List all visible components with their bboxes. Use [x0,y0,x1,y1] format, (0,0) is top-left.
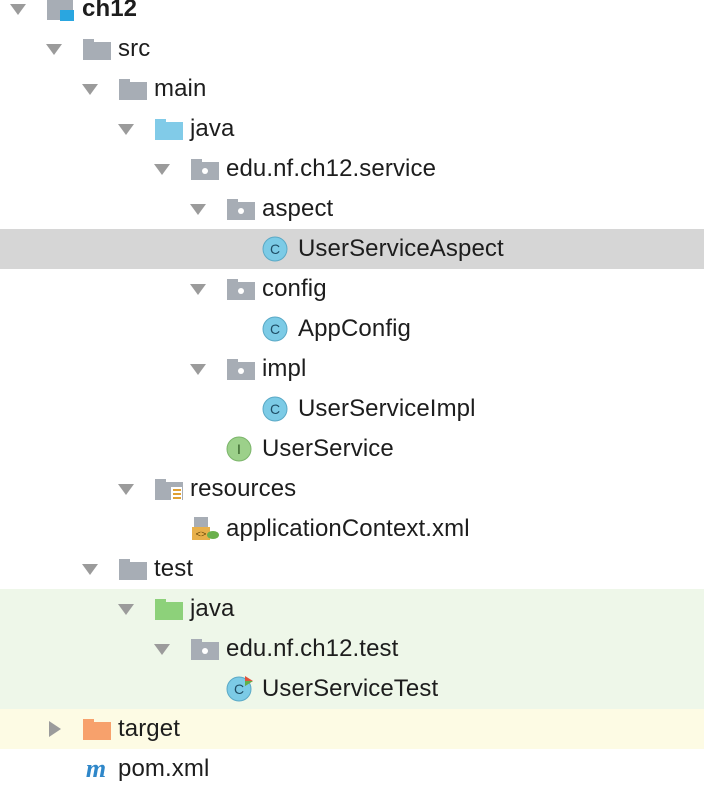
package-icon [190,156,220,182]
tree-node-user-service-aspect[interactable]: C UserServiceAspect [0,229,704,269]
tree-node-label: main [154,75,207,102]
tree-node-app-config[interactable]: C AppConfig [0,309,704,349]
maven-icon: m [82,756,112,782]
tree-node-ch12[interactable]: ch12 [0,0,704,29]
expand-arrow-icon[interactable] [6,0,30,21]
expand-arrow-icon[interactable] [186,197,210,221]
tree-node-label: edu.nf.ch12.test [226,635,399,662]
tree-node-label: edu.nf.ch12.service [226,155,437,182]
tree-node-label: applicationContext.xml [226,515,470,542]
expand-arrow-icon[interactable] [114,597,138,621]
tree-node-test[interactable]: test [0,549,704,589]
svg-text:C: C [270,321,280,337]
resources-folder-icon [154,476,184,502]
tree-node-label: UserService [262,435,394,462]
tree-node-config-package[interactable]: config [0,269,704,309]
svg-text:m: m [86,756,106,782]
expand-arrow-icon[interactable] [114,477,138,501]
tree-node-label: UserServiceImpl [298,395,476,422]
tree-node-label: UserServiceAspect [298,235,504,262]
svg-text:C: C [270,401,280,417]
tree-node-impl-package[interactable]: impl [0,349,704,389]
expand-arrow-icon[interactable] [186,357,210,381]
class-icon: C [262,236,292,262]
interface-icon: I [226,436,256,462]
folder-icon [118,76,148,102]
expand-arrow-icon[interactable] [114,117,138,141]
tree-node-test-java[interactable]: java [0,589,704,629]
tree-node-label: ch12 [82,0,138,22]
tree-node-label: test [154,555,194,582]
tree-node-label: config [262,275,327,302]
tree-node-target[interactable]: target [0,709,704,749]
tree-node-pom-xml[interactable]: m pom.xml [0,749,704,789]
svg-text:C: C [234,681,244,697]
expand-arrow-icon[interactable] [150,157,174,181]
folder-icon [118,556,148,582]
package-icon [226,276,256,302]
package-icon [226,356,256,382]
test-source-folder-icon [154,596,184,622]
svg-text:<>: <> [196,530,207,540]
tree-node-label: impl [262,355,307,382]
expand-arrow-icon[interactable] [150,637,174,661]
folder-icon [82,36,112,62]
spring-xml-file-icon: <> [190,516,220,542]
expand-arrow-icon[interactable] [42,37,66,61]
tree-node-label: aspect [262,195,334,222]
tree-node-user-service[interactable]: I UserService [0,429,704,469]
tree-node-user-service-impl[interactable]: C UserServiceImpl [0,389,704,429]
test-class-icon: C [226,676,256,702]
tree-node-main[interactable]: main [0,69,704,109]
tree-node-label: AppConfig [298,315,411,342]
svg-text:I: I [237,441,241,457]
tree-node-label: UserServiceTest [262,675,439,702]
package-icon [226,196,256,222]
svg-text:C: C [270,241,280,257]
tree-node-src[interactable]: src [0,29,704,69]
tree-node-test-package[interactable]: edu.nf.ch12.test [0,629,704,669]
package-icon [190,636,220,662]
tree-node-service-package[interactable]: edu.nf.ch12.service [0,149,704,189]
tree-node-aspect-package[interactable]: aspect [0,189,704,229]
expand-arrow-icon[interactable] [78,77,102,101]
module-folder-icon [46,0,76,22]
tree-node-label: resources [190,475,297,502]
tree-node-resources[interactable]: resources [0,469,704,509]
source-folder-icon [154,116,184,142]
collapse-arrow-icon[interactable] [42,717,66,741]
class-icon: C [262,316,292,342]
expand-arrow-icon[interactable] [78,557,102,581]
tree-node-label: src [118,35,151,62]
tree-node-application-context-xml[interactable]: <> applicationContext.xml [0,509,704,549]
tree-node-main-java[interactable]: java [0,109,704,149]
expand-arrow-icon[interactable] [186,277,210,301]
excluded-folder-icon [82,716,112,742]
tree-node-label: target [118,715,180,742]
class-icon: C [262,396,292,422]
tree-node-label: java [190,115,235,142]
tree-node-label: java [190,595,235,622]
tree-node-user-service-test[interactable]: C UserServiceTest [0,669,704,709]
tree-node-label: pom.xml [118,755,210,782]
